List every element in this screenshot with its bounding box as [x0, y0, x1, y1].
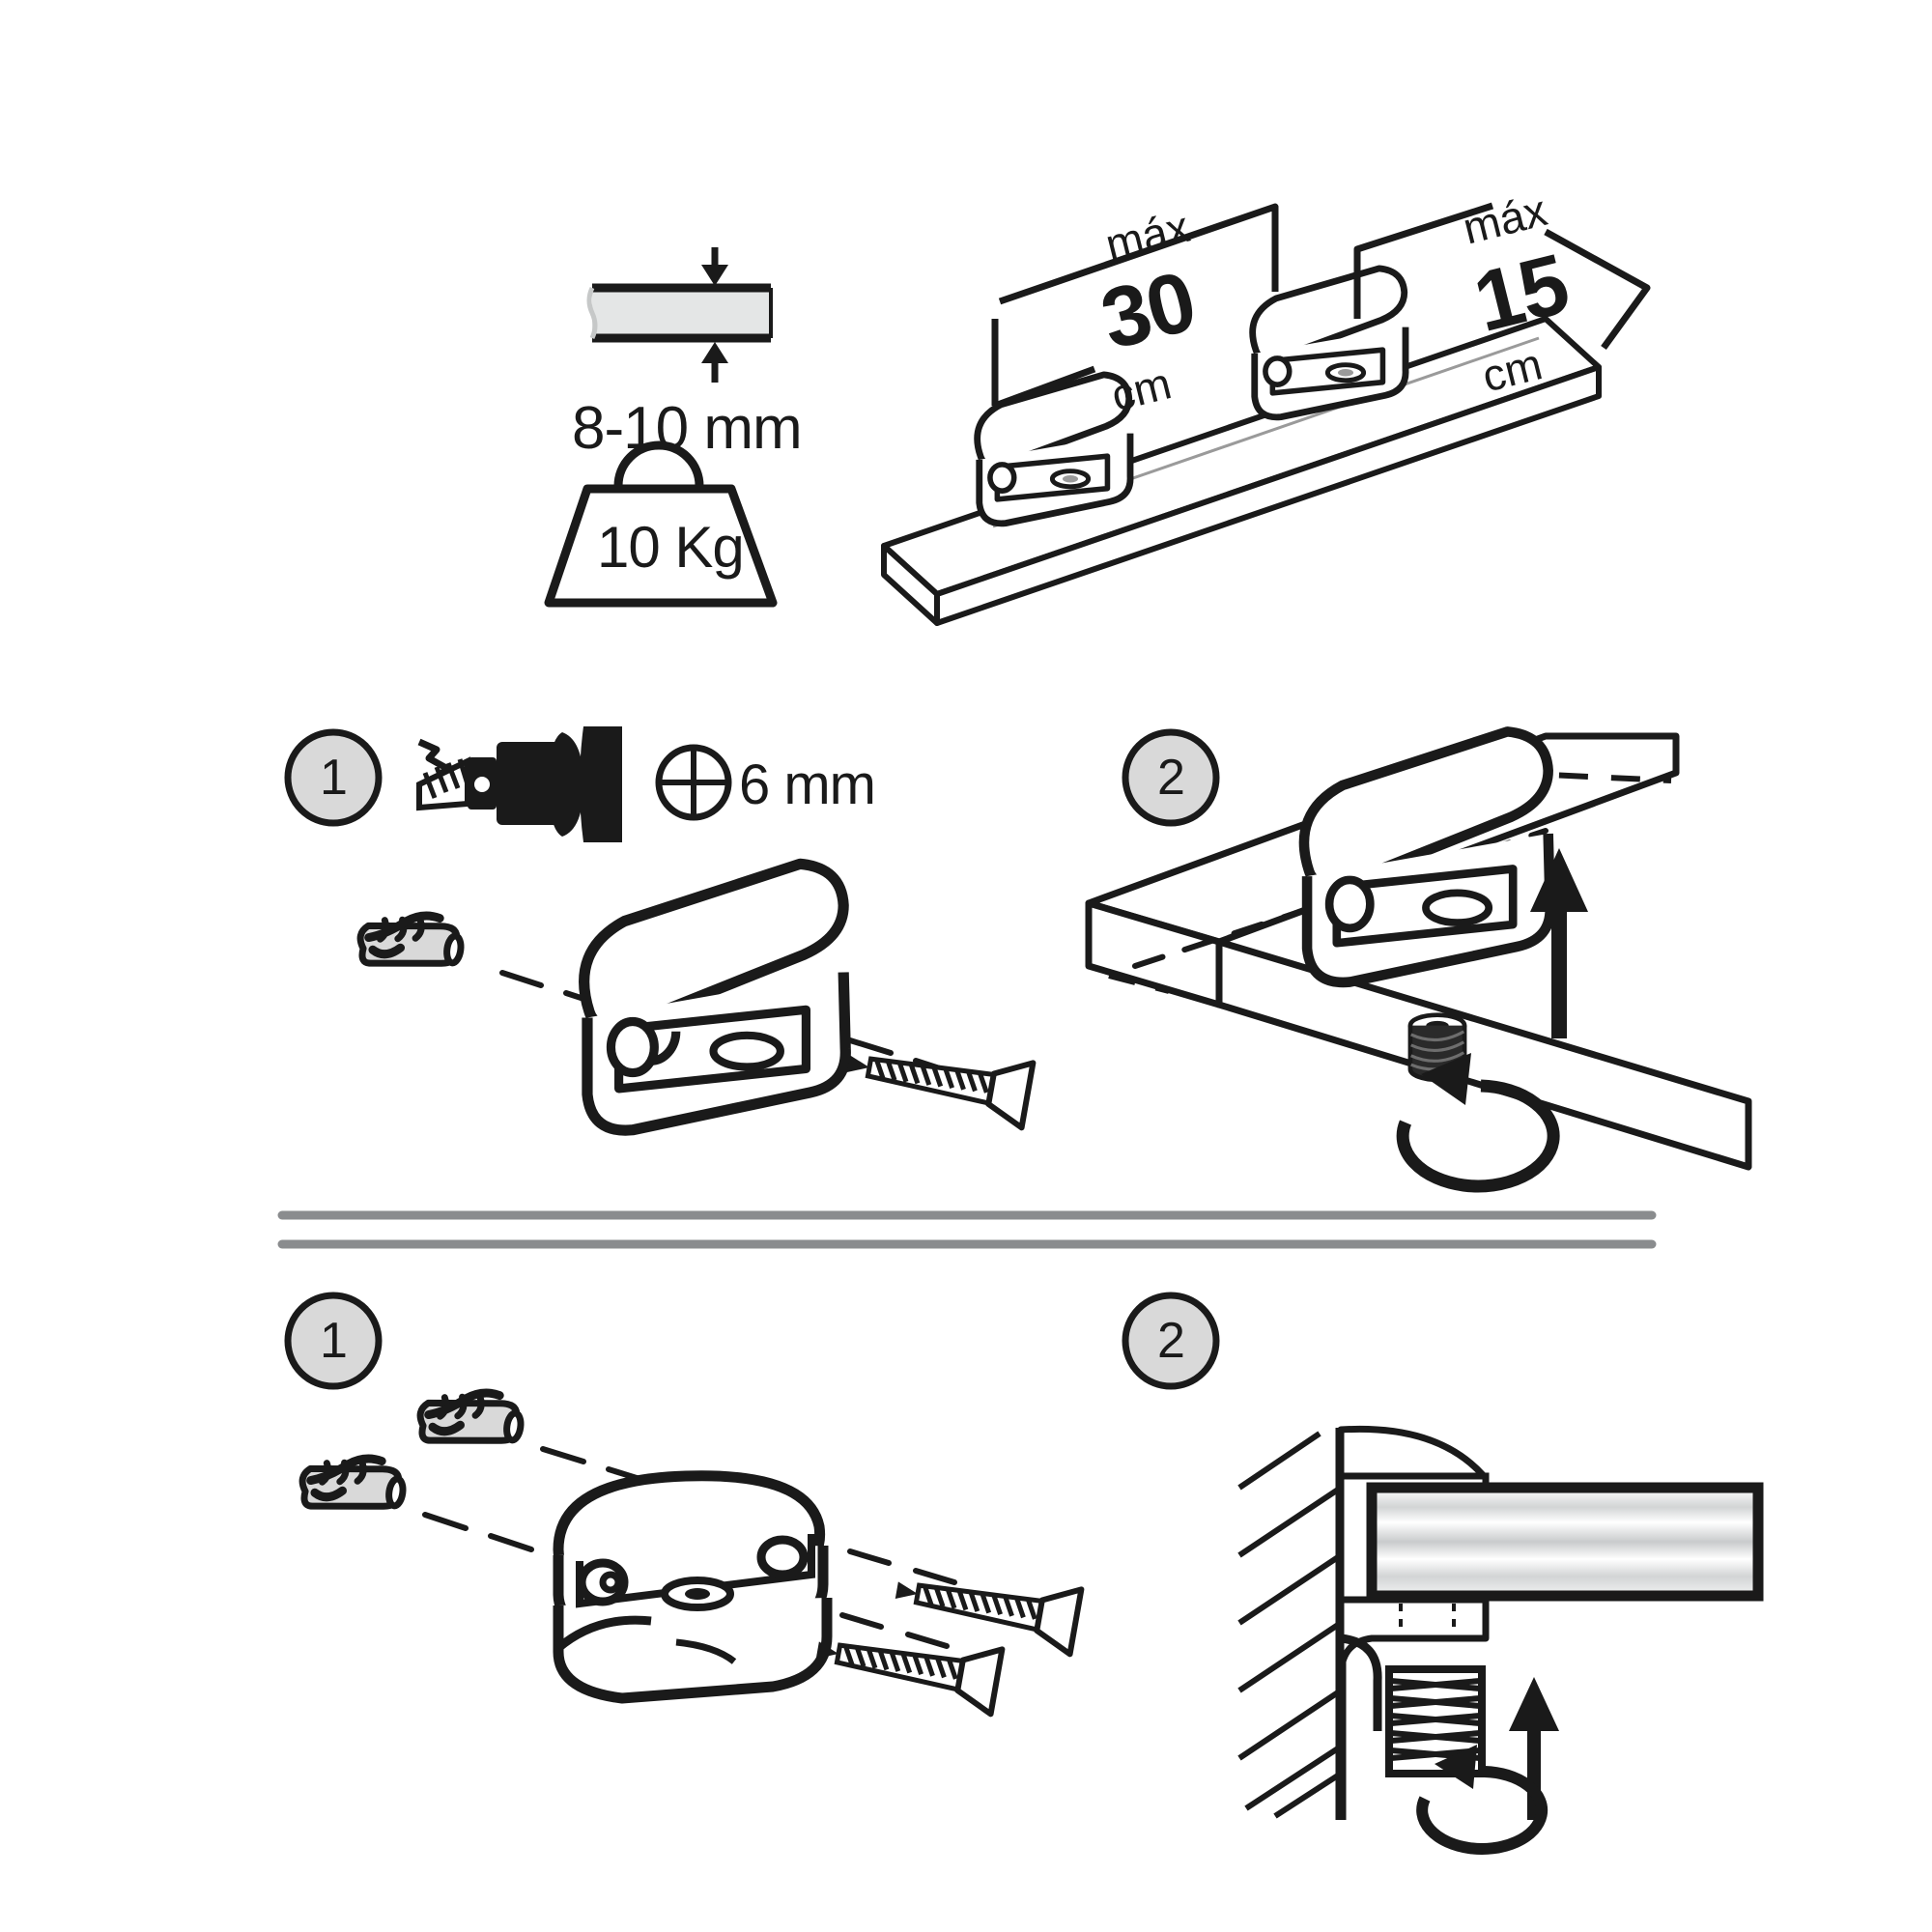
weight-icon: [544, 440, 778, 608]
step1-assembly-round: [299, 1384, 1082, 1715]
square-bracket-mounted: [1298, 726, 1555, 988]
step-badge-label-1a: 1: [320, 750, 348, 806]
glass-shelf-slab: [881, 316, 1602, 626]
square-bracket-part: [579, 858, 851, 1136]
wall-hatch: [1237, 1431, 1343, 1819]
glass-thickness-label: 8-10 mm: [572, 395, 803, 462]
dimension-line-15cm: [1353, 202, 1651, 351]
step-badge-circle-1a: [284, 728, 383, 827]
insert-direction-arrow: [1530, 848, 1588, 1038]
step1-assembly-square: [357, 858, 1034, 1136]
diameter-symbol-icon: [655, 744, 732, 821]
shelf-overview-diagram: [881, 202, 1651, 626]
max-load-label: 10 Kg: [597, 515, 745, 580]
shelf-bracket-back: [1249, 265, 1409, 421]
rotate-arrow-section: [1416, 1745, 1548, 1855]
insert-direction-arrow-section: [1509, 1677, 1559, 1820]
shelf-bracket-front: [974, 371, 1134, 527]
dimension-line-30cm: [991, 203, 1279, 410]
step-badge-circle-2a: [1122, 728, 1220, 827]
step-badge-label-2b: 2: [1157, 1313, 1185, 1369]
rotate-arrow: [1396, 1053, 1560, 1193]
step-badge-label-1b: 1: [320, 1313, 348, 1369]
drill-bit-icon: [416, 726, 622, 842]
step2-assembly-square: [1085, 726, 1752, 1193]
step2-assembly-round-section: [1237, 1425, 1764, 1855]
thickness-arrow-bottom: [701, 342, 728, 383]
drill-diameter-label: 6 mm: [739, 753, 876, 816]
section-divider: [277, 1210, 1657, 1249]
step-badge-circle-2b: [1122, 1292, 1220, 1390]
glass-thickness-diagram: [586, 247, 773, 383]
step-badge-circle-1b: [284, 1292, 383, 1390]
step-badge-label-2a: 2: [1157, 750, 1185, 806]
round-bracket-part: [553, 1470, 833, 1704]
thickness-arrow-top: [701, 247, 728, 286]
